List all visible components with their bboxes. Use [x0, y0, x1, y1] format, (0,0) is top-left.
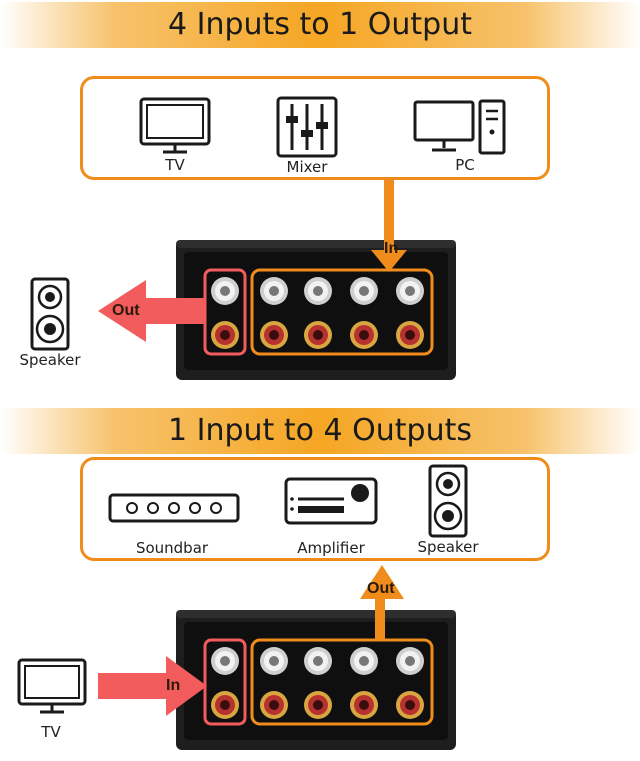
pc-icon — [413, 99, 506, 155]
rca-jack-white — [304, 277, 332, 305]
device-label-pc: PC — [455, 156, 475, 174]
section-bottom-banner — [0, 408, 640, 454]
rca-jack-red — [211, 321, 239, 349]
rca-jack-white — [350, 277, 378, 305]
device-label-amplifier: Amplifier — [297, 539, 365, 557]
rca-jack-red — [304, 691, 332, 719]
rca-jack-red — [211, 691, 239, 719]
in-label-top: In — [384, 240, 399, 257]
amplifier-icon — [284, 477, 378, 525]
rca-jack-white — [350, 647, 378, 675]
speaker-icon — [428, 464, 468, 538]
rca-jack-red — [260, 691, 288, 719]
rca-jack-white — [211, 277, 239, 305]
device-label-speaker: Speaker — [412, 538, 484, 556]
rca-jack-red — [304, 321, 332, 349]
out-label-top: Out — [112, 302, 140, 319]
output-device-label: Speaker — [19, 351, 81, 369]
rca-jack-red — [396, 691, 424, 719]
tv-icon — [139, 97, 211, 154]
device-label-soundbar: Soundbar — [135, 539, 209, 557]
device-label-tv: TV — [165, 156, 185, 174]
rca-jack-red — [350, 321, 378, 349]
out-label-bottom: Out — [367, 580, 395, 597]
rca-jack-white — [211, 647, 239, 675]
rca-jack-white — [304, 647, 332, 675]
section-bottom-title: 1 Input to 4 Outputs — [168, 413, 472, 448]
device-label-mixer: Mixer — [277, 158, 337, 176]
rca-jack-white — [396, 277, 424, 305]
input-device-label: TV — [41, 723, 61, 741]
rca-jack-white — [260, 277, 288, 305]
rca-jack-red — [396, 321, 424, 349]
in-label-bottom: In — [166, 677, 181, 694]
tv-icon — [17, 658, 87, 714]
section-top-title: 4 Inputs to 1 Output — [168, 7, 472, 42]
speaker-icon — [30, 277, 70, 351]
rca-jack-red — [350, 691, 378, 719]
mixer-icon — [276, 96, 338, 158]
rca-jack-white — [260, 647, 288, 675]
rca-jack-red — [260, 321, 288, 349]
rca-jack-white — [396, 647, 424, 675]
section-top-banner — [0, 2, 640, 48]
soundbar-icon — [108, 493, 240, 523]
